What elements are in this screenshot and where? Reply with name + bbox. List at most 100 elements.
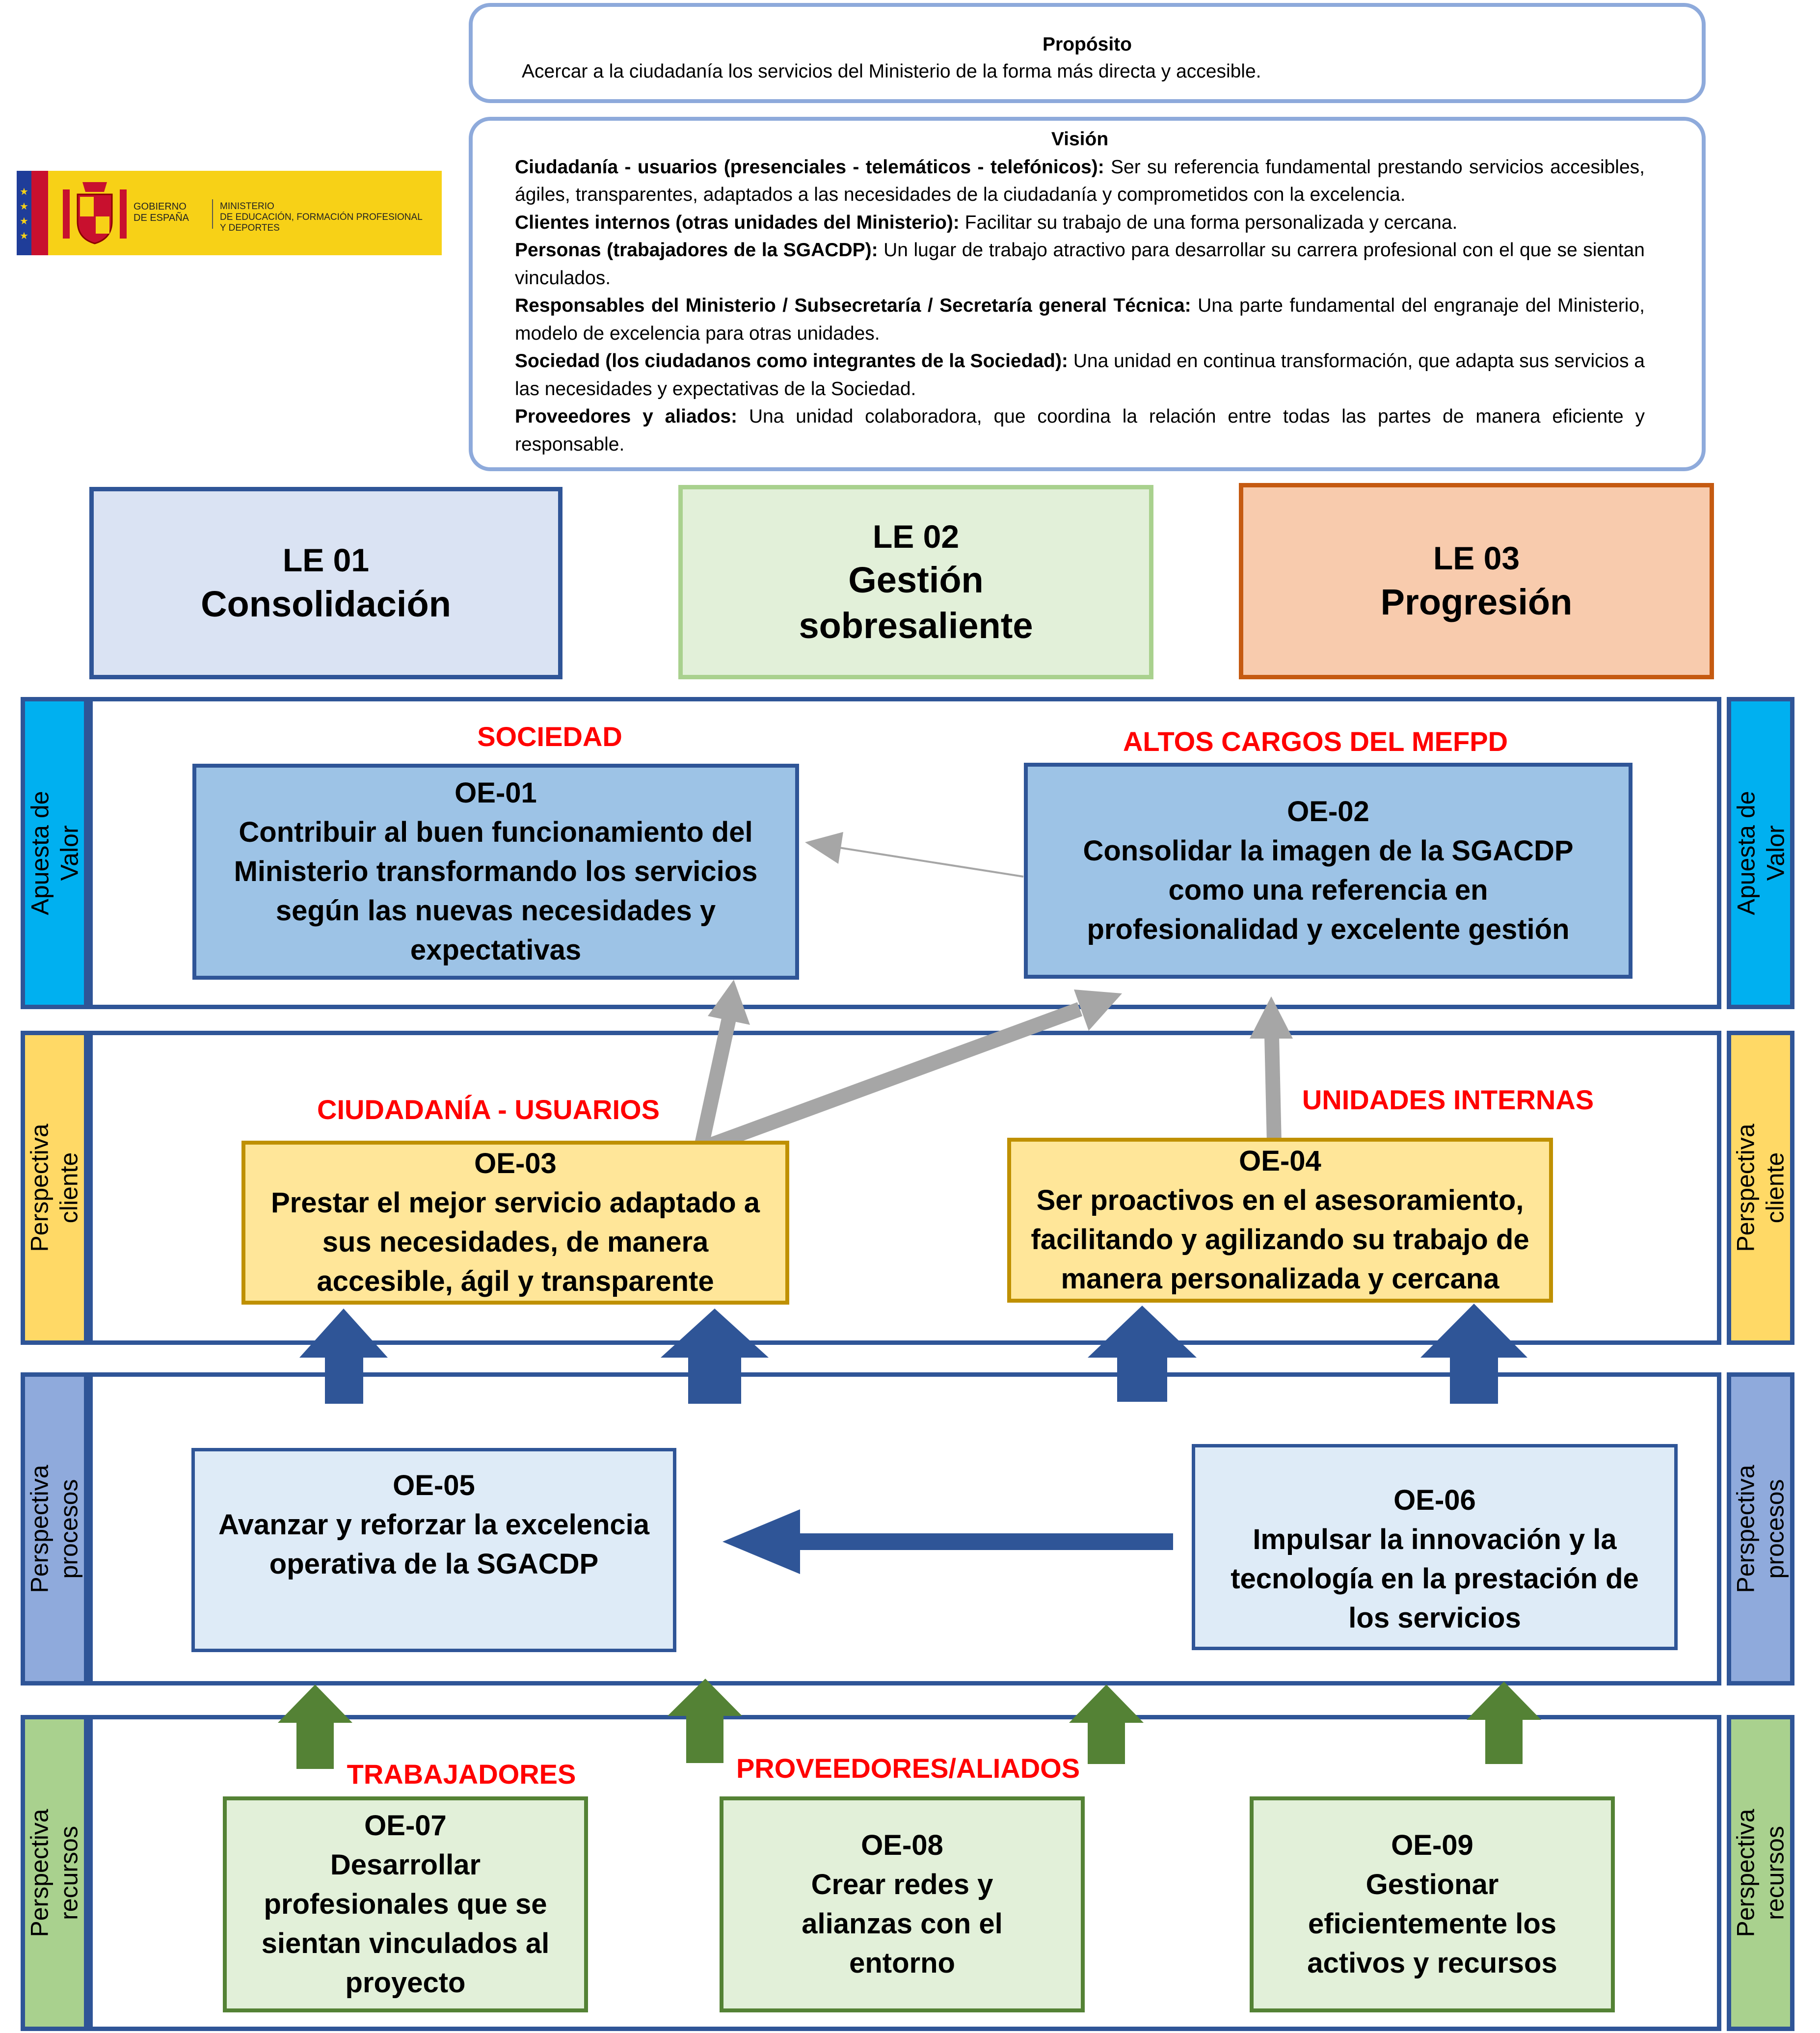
objective-text: Crear redes y xyxy=(811,1868,993,1900)
vision-item: Sociedad (los ciudadanos como integrante… xyxy=(515,348,1645,403)
objective-oe09: OE-09 Gestionar eficientemente los activ… xyxy=(1250,1796,1615,2012)
line-le02: LE 02 Gestión sobresaliente xyxy=(678,485,1153,679)
objective-text: Ser proactivos en el asesoramiento, xyxy=(1036,1184,1524,1216)
objective-text: activos y recursos xyxy=(1307,1947,1557,1980)
vision-label: Clientes internos (otras unidades del Mi… xyxy=(515,212,960,233)
vision-text: Una parte fundamental del engranaje del … xyxy=(515,295,1645,344)
objective-text: accesible, ágil y transparente xyxy=(317,1265,714,1298)
line-code: LE 02 xyxy=(872,518,960,555)
logo-ministry-line1: MINISTERIO xyxy=(220,201,274,212)
vision-label: Responsables del Ministerio / Subsecreta… xyxy=(515,295,1191,317)
arrow-resources-to-process-1 xyxy=(278,1685,352,1769)
line-name: Progresión xyxy=(1380,581,1573,622)
objective-text: operativa de la SGACDP xyxy=(269,1548,599,1580)
objective-text: eficientemente los xyxy=(1308,1908,1557,1940)
stakeholder-ciudadania: CIUDADANÍA - USUARIOS xyxy=(317,1094,660,1125)
objective-oe04: OE-04 Ser proactivos en el asesoramiento… xyxy=(1007,1138,1553,1303)
vision-box: Visión Ciudadanía - usuarios (presencial… xyxy=(469,117,1706,471)
objective-oe03: OE-03 Prestar el mejor servicio adaptado… xyxy=(241,1141,789,1305)
vision-text: Facilitar su trabajo de una forma person… xyxy=(964,212,1458,233)
logo-gov-line1: GOBIERNO xyxy=(134,201,187,212)
purpose-text: Acercar a la ciudadanía los servicios de… xyxy=(522,60,1261,82)
logo-divider xyxy=(212,199,213,229)
logo-gov-text: GOBIERNO DE ESPAÑA xyxy=(134,201,189,224)
eu-flag-stripe: ★★★★ xyxy=(17,171,31,255)
arrow-oe04-to-oe02 xyxy=(1250,996,1293,1144)
line-le01: LE 01 Consolidación xyxy=(89,487,562,679)
logo-ministry-text: MINISTERIO DE EDUCACIÓN, FORMACIÓN PROFE… xyxy=(220,201,423,234)
objective-text: según las nuevas necesidades y xyxy=(275,895,716,927)
objective-code: OE-01 xyxy=(455,776,537,809)
vision-text: Una unidad en continua transformación, q… xyxy=(515,350,1645,400)
vision-item: Personas (trabajadores de la SGACDP): Un… xyxy=(515,237,1645,292)
arrow-resources-to-process-2 xyxy=(668,1679,742,1763)
objective-code: OE-02 xyxy=(1287,795,1369,828)
stakeholder-trabajadores: TRABAJADORES xyxy=(347,1759,576,1790)
arrow-resources-to-process-4 xyxy=(1467,1682,1541,1764)
line-code: LE 01 xyxy=(282,541,370,578)
line-name: Consolidación xyxy=(201,583,451,624)
objective-text: Prestar el mejor servicio adaptado a xyxy=(270,1186,760,1219)
objective-text: profesionales que se xyxy=(264,1888,547,1920)
vision-text: Un lugar de trabajo atractivo para desar… xyxy=(515,240,1645,289)
objective-code: OE-09 xyxy=(1391,1829,1473,1861)
arrow-resources-to-process-3 xyxy=(1069,1685,1144,1764)
objective-text: manera personalizada y cercana xyxy=(1061,1263,1499,1295)
objective-text: Ministerio transformando los servicios xyxy=(234,855,758,887)
objective-text: sus necesidades, de manera xyxy=(322,1226,709,1258)
stakeholder-altos-cargos: ALTOS CARGOS DEL MEFPD xyxy=(1123,726,1508,757)
stakeholder-proveedores: PROVEEDORES/ALIADOS xyxy=(736,1753,1080,1784)
vision-title: Visión xyxy=(1051,129,1109,150)
arrow-process-to-client-2 xyxy=(661,1309,769,1404)
objective-code: OE-08 xyxy=(861,1829,943,1861)
arrow-oe03-to-oe02 xyxy=(698,990,1122,1156)
objective-oe01: OE-01 Contribuir al buen funcionamiento … xyxy=(192,764,799,980)
objective-text: Contribuir al buen funcionamiento del xyxy=(239,816,753,848)
objective-text: Desarrollar xyxy=(330,1848,481,1881)
stakeholder-unidades: UNIDADES INTERNAS xyxy=(1302,1084,1594,1115)
objective-text: Gestionar xyxy=(1365,1868,1499,1900)
vision-item: Proveedores y aliados: Una unidad colabo… xyxy=(515,403,1645,458)
vision-label: Ciudadanía - usuarios (presenciales - te… xyxy=(515,156,1104,178)
objective-oe08: OE-08 Crear redes y alianzas con el ento… xyxy=(720,1796,1085,2012)
vision-text: Ser su referencia fundamental prestando … xyxy=(515,156,1645,206)
line-le03: LE 03 Progresión xyxy=(1239,483,1714,679)
objective-oe06: OE-06 Impulsar la innovación y la tecnol… xyxy=(1192,1444,1678,1650)
objective-oe07: OE-07 Desarrollar profesionales que se s… xyxy=(223,1796,588,2012)
logo-gov-line2: DE ESPAÑA xyxy=(134,213,189,223)
arrow-oe06-to-oe05 xyxy=(723,1509,1173,1574)
objective-oe02: OE-02 Consolidar la imagen de la SGACDP … xyxy=(1024,763,1633,979)
line-code: LE 03 xyxy=(1433,539,1520,576)
arrow-process-to-client-1 xyxy=(299,1309,388,1404)
vision-label: Proveedores y aliados: xyxy=(515,406,737,428)
arrow-oe03-to-oe01 xyxy=(694,980,750,1150)
objective-code: OE-03 xyxy=(474,1147,557,1179)
stakeholder-sociedad: SOCIEDAD xyxy=(477,721,622,752)
objective-text: profesionalidad y excelente gestión xyxy=(1087,913,1570,946)
objective-code: OE-04 xyxy=(1239,1145,1321,1177)
objective-code: OE-07 xyxy=(364,1809,447,1842)
logo-ministry-line3: Y DEPORTES xyxy=(220,222,280,233)
objective-text: sientan vinculados al xyxy=(261,1927,550,1960)
objective-text: expectativas xyxy=(410,934,582,966)
vision-label: Sociedad (los ciudadanos como integrante… xyxy=(515,350,1068,372)
objective-text: Impulsar la innovación y la xyxy=(1253,1523,1617,1555)
arrow-process-to-client-3 xyxy=(1088,1306,1197,1402)
star-icon: ★★★★ xyxy=(20,187,28,241)
objective-text: facilitando y agilizando su trabajo de xyxy=(1031,1224,1529,1256)
vision-item: Responsables del Ministerio / Subsecreta… xyxy=(515,292,1645,348)
vision-item: Ciudadanía - usuarios (presenciales - te… xyxy=(515,154,1645,209)
objective-oe05: OE-05 Avanzar y reforzar la excelencia o… xyxy=(191,1448,676,1652)
arrow-oe02-to-oe01 xyxy=(805,832,1024,878)
purpose-box: Propósito Acercar a la ciudadanía los se… xyxy=(469,3,1706,103)
flag-red-stripe xyxy=(31,171,48,255)
objective-text: Avanzar y reforzar la excelencia xyxy=(218,1509,649,1541)
